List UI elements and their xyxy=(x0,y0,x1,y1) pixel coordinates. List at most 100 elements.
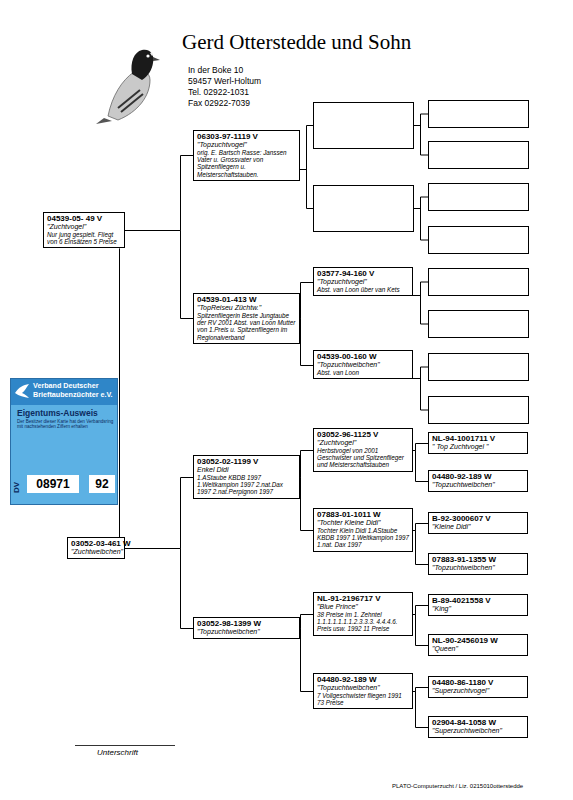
ring-number: 06303-97-1119 V xyxy=(197,132,296,141)
pedigree-connector xyxy=(413,692,428,728)
ring-number: 04480-86-1180 V xyxy=(432,678,524,687)
pigeon-name: "King" xyxy=(432,605,524,613)
pedigree-note: Herbstvogel von 2001 Geschwister und Spi… xyxy=(317,447,409,469)
pedigree-box: 02904-84-1058 W"Superzuchtweibchen" xyxy=(428,716,528,738)
ring-number: NL-90-2456019 W xyxy=(432,636,524,645)
pedigree-box: 04480-92-189 W"Topzuchtweibchen" xyxy=(428,470,528,492)
pigeon-name: "Superzuchtvogel" xyxy=(432,687,524,695)
address-line: In der Boke 10 xyxy=(188,65,243,75)
pigeon-name: "Topzuchtvogel" xyxy=(197,141,296,149)
pigeon-name: "Topzuchtweibchen" xyxy=(432,564,524,572)
card-title: Eigentums-Ausweis xyxy=(17,408,98,418)
pedigree-box: NL-91-2196717 V"Blue Prince"38 Preise im… xyxy=(313,592,413,636)
ring-number: 04539-00-160 W xyxy=(317,352,409,361)
card-note: Der Besitzer dieser Karte hat den Verban… xyxy=(17,419,115,430)
pedigree-box: 07883-91-1355 W"Topzuchtweibchen" xyxy=(428,553,528,575)
pedigree-box: 03052-98-1399 W"Topzuchtweibchen" xyxy=(193,617,300,639)
ring-number: 03052-96-1125 V xyxy=(317,430,409,439)
ring-number: 03052-98-1399 W xyxy=(197,619,296,628)
pedigree-box: 03577-94-160 V"Topzuchtvogel"Abst. van L… xyxy=(313,267,413,296)
pigeon-name: "Zuchtvogel" xyxy=(47,223,121,231)
pigeon-name: "Topzuchtvogel" xyxy=(317,278,409,286)
empty-box xyxy=(429,397,529,424)
pedigree-box: 04480-86-1180 V"Superzuchtvogel" xyxy=(428,676,528,698)
ring-number: 03052-03-461 W xyxy=(71,539,121,548)
pedigree-note: Spitzenfliegerin Beste Jungtaube der RV … xyxy=(197,312,296,341)
empty-box xyxy=(429,269,529,296)
pedigree-box: B-89-4021558 V"King" xyxy=(428,594,528,616)
pedigree-box: 07883-01-1011 W"Tochter Kleine Didi"Toch… xyxy=(313,508,413,552)
ring-number: 04480-92-189 W xyxy=(432,472,524,481)
pigeon-name: " Top Zuchtvogel " xyxy=(432,443,524,451)
pigeon-tail xyxy=(96,118,112,124)
pigeon-wing-bar xyxy=(118,90,143,112)
pedigree-note: 38 Preise im 1. Zehntel 1.1.1.1.1.1.1.2.… xyxy=(317,611,409,633)
pedigree-connector xyxy=(413,615,428,646)
ring-number: 02904-84-1058 W xyxy=(432,718,524,727)
ring-number: 03052-02-1199 V xyxy=(197,457,296,466)
pedigree-connector xyxy=(413,444,428,451)
ring-number: 07883-01-1011 W xyxy=(317,510,409,519)
ring-number: 04539-01-413 W xyxy=(197,295,296,304)
empty-box xyxy=(429,354,529,381)
pedigree-box: 03052-96-1125 V"Zuchtvogel"Herbstvogel v… xyxy=(313,428,413,472)
pigeon-name: Enkel Didi xyxy=(197,466,296,474)
pedigree-connector xyxy=(413,524,428,531)
pedigree-box: NL-94-1001711 V" Top Zuchtvogel " xyxy=(428,432,528,454)
empty-box xyxy=(429,311,529,338)
pigeon-cere xyxy=(150,53,153,56)
pedigree-box: B-92-3000607 V"Kleine Didi" xyxy=(428,512,528,534)
pedigree-connector xyxy=(300,629,313,692)
pedigree-connector xyxy=(413,688,428,692)
pigeon-name: "TopReiseu Züchtw." xyxy=(197,304,296,312)
signature-line xyxy=(75,745,175,746)
pedigree-box: 06303-97-1119 V"Topzuchtvogel"orig. E. B… xyxy=(193,130,300,181)
pedigree-note: Tochter Klein Didi 1.AStaube KBDB 1997 1… xyxy=(317,527,409,549)
pigeon-name: "Kleine Didi" xyxy=(432,523,524,531)
ring-number: 03577-94-160 V xyxy=(317,269,409,278)
pedigree-connector xyxy=(300,478,313,531)
pedigree-connector xyxy=(300,283,313,319)
pigeon-head xyxy=(131,50,153,80)
ring-number: 04539-05- 49 V xyxy=(47,214,121,223)
empty-box xyxy=(429,227,529,254)
pedigree-connector xyxy=(300,319,313,366)
association-name: Verband Deutscher Brieftaubenzüchter e.V… xyxy=(33,382,117,399)
empty-box xyxy=(314,103,414,149)
ring-number: 04480-92-189 W xyxy=(317,675,409,684)
ring-year: 92 xyxy=(89,475,115,493)
pigeon-name: "Tochter Kleine Didi" xyxy=(317,519,409,527)
pedigree-note: 1.AStaube KBDB 1997 1.Weltkampion 1997 2… xyxy=(197,474,296,496)
pedigree-box: 04539-05- 49 V"Zuchtvogel"Nur jung gespi… xyxy=(43,212,125,248)
pedigree-box: 04539-00-160 W"Topzuchtweibchen"Abst. va… xyxy=(313,350,413,379)
empty-box xyxy=(314,186,414,232)
pedigree-connector xyxy=(413,451,428,482)
software-license: PLATO-Computerzucht / Liz. 0215010otters… xyxy=(392,783,523,789)
pedigree-box: 04480-92-189 W"Topzuchtweibchen"7 Vollge… xyxy=(313,673,413,709)
pedigree-connector xyxy=(413,531,428,565)
ring-number: B-89-4021558 V xyxy=(432,596,524,605)
pigeon-beak xyxy=(153,57,160,61)
address-line: 59457 Werl-Holtum xyxy=(188,76,261,86)
pigeon-name: "Topzuchtweibchen" xyxy=(317,684,409,692)
pedigree-connector xyxy=(125,478,193,549)
pedigree-note: Abst. van Loon xyxy=(317,369,409,376)
pigeon-name: "Topzuchtweibchen" xyxy=(317,361,409,369)
pigeon-name: "Superzuchtweibchen" xyxy=(432,727,524,735)
association-logo xyxy=(13,381,33,401)
pigeon-name: "Blue Prince" xyxy=(317,603,409,611)
ring-number: 08971 xyxy=(27,475,79,493)
ring-number: NL-94-1001711 V xyxy=(432,434,524,443)
empty-box xyxy=(429,101,529,128)
pedigree-box: 03052-03-461 W"Zuchtweibchen" xyxy=(67,537,125,559)
page-title: Gerd Otterstedde und Sohn xyxy=(182,30,411,55)
pedigree-connector xyxy=(119,248,120,537)
pedigree-connector xyxy=(125,231,193,319)
ring-number: 07883-91-1355 W xyxy=(432,555,524,564)
ring-number: B-92-3000607 V xyxy=(432,514,524,523)
pigeon-name: "Topzuchtweibchen" xyxy=(432,481,524,489)
pedigree-note: orig. E. Bartsch Rasse: Janssen Vater u.… xyxy=(197,149,296,178)
pedigree-box: NL-90-2456019 W"Queen" xyxy=(428,634,528,656)
pedigree-note: Abst. van Loon über van Kets xyxy=(317,286,409,293)
